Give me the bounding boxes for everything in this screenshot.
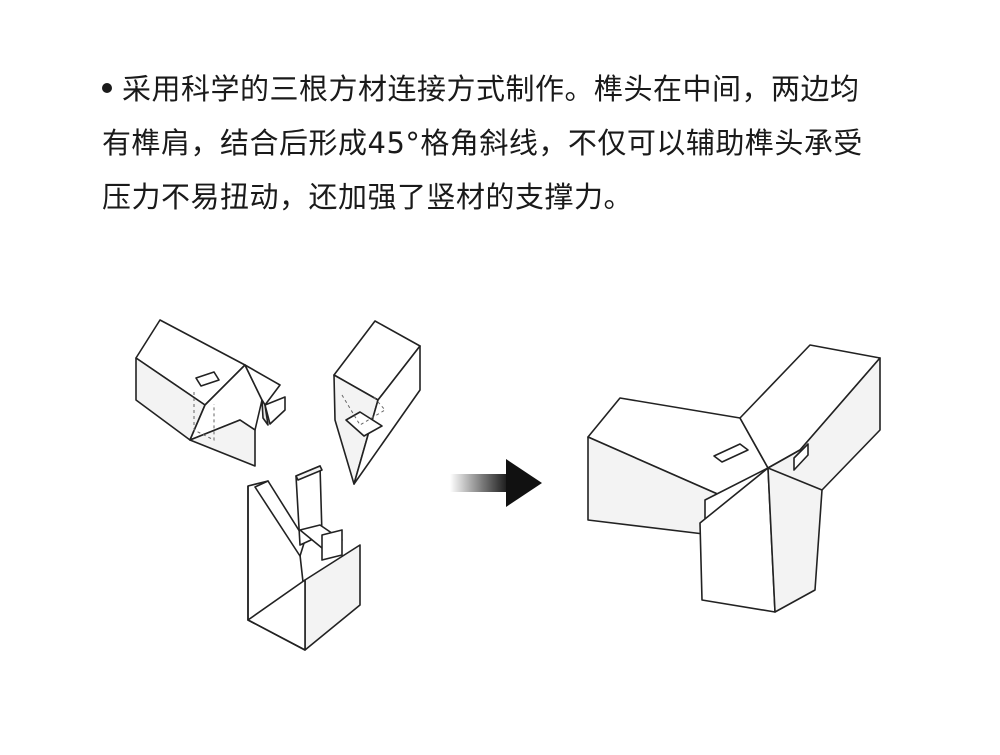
mortise-slot-right-icon [793,443,809,471]
vertical-member-with-tenon [247,465,361,651]
description-line-1: 采用科学的三根方材连接方式制作。榫头在中间，两边均 [102,62,952,116]
arrow-right-icon [450,459,542,507]
mortise-slot-icon [195,371,220,387]
mortise-slot-left-icon [713,443,749,463]
description-line-3: 压力不易扭动，还加强了竖材的支撑力。 [102,180,634,214]
description-line-2: 有榫肩，结合后形成45°格角斜线，不仅可以辅助榫头承受 [102,126,863,160]
exploded-joint-view [135,319,421,651]
bullet-icon [102,83,112,93]
left-horizontal-member [135,319,286,467]
joint-description: 采用科学的三根方材连接方式制作。榫头在中间，两边均 有榫肩，结合后形成45°格角… [102,62,952,224]
assembled-joint-view [587,344,881,613]
right-angled-member [333,320,421,485]
